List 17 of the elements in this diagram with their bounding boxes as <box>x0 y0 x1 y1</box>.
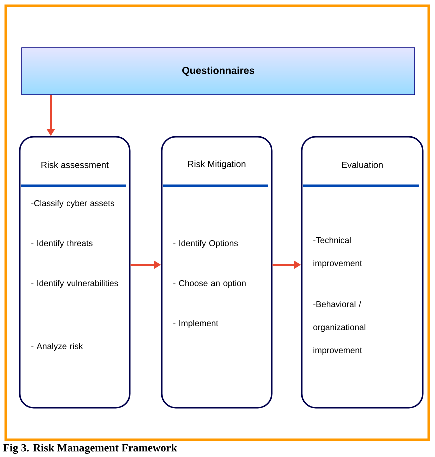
list-item: -Behavioral / organizational improvement <box>314 301 366 356</box>
list-item: -Classify cyber assets <box>32 200 114 208</box>
box-heading: Risk assessment <box>42 162 109 168</box>
list-item: - Implement <box>174 320 218 328</box>
list-item: - Identify threats <box>32 240 93 248</box>
list-item: - Analyze risk <box>32 343 84 352</box>
caption: Fig 3. Risk Management Framework <box>3 444 178 454</box>
list-item: - Choose an option <box>174 280 246 288</box>
process-box <box>161 136 273 409</box>
list-item: -Technical improvement <box>314 237 362 268</box>
list-item: - Identify vulnerabilities <box>32 280 118 288</box>
process-box <box>301 136 424 409</box>
box-heading: Risk Mitigation <box>188 160 246 170</box>
header-bar: Questionnaires <box>22 48 416 96</box>
list-item: - Identify Options <box>174 240 238 248</box>
process-box <box>19 136 131 409</box>
box-heading: Evaluation <box>342 162 383 168</box>
